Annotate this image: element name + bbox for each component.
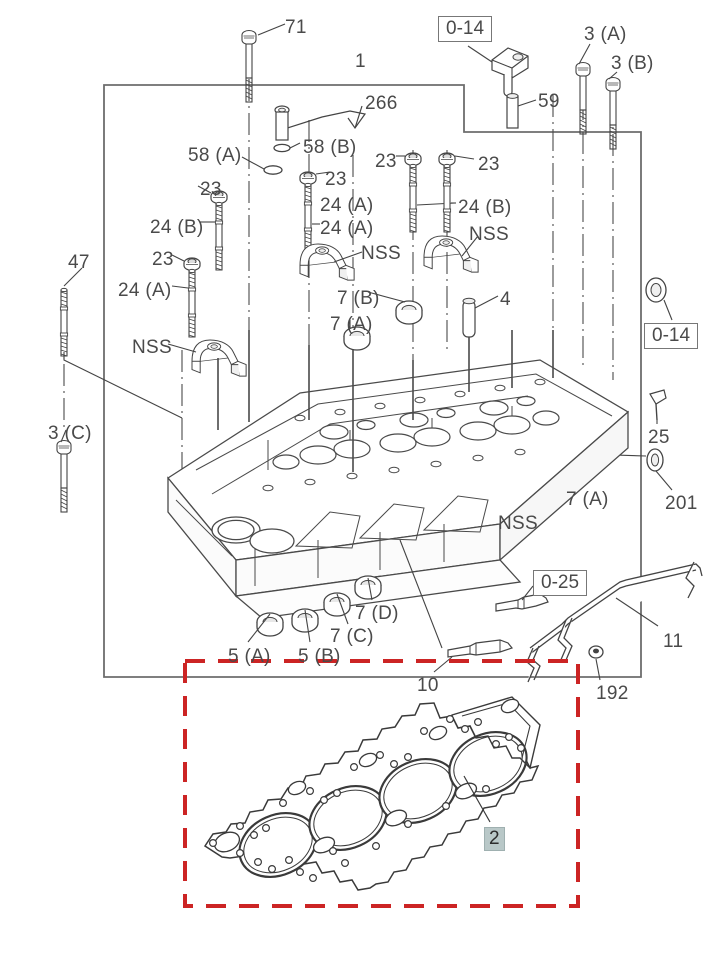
part-192-nut bbox=[588, 645, 604, 681]
part-47-stud bbox=[59, 267, 183, 419]
label-11: 11 bbox=[663, 631, 684, 652]
part-7c-washer bbox=[323, 592, 351, 625]
highlighted-label-2[interactable]: 2 bbox=[484, 827, 505, 851]
label-47: 47 bbox=[68, 252, 90, 273]
label-3-c: 3 (C) bbox=[48, 423, 92, 444]
part-3c-bolt bbox=[56, 429, 72, 513]
label-24-a-1: 24 (A) bbox=[320, 195, 374, 216]
label-23-d: 23 bbox=[478, 154, 500, 175]
label-58-a: 58 (A) bbox=[188, 145, 242, 166]
part-58a-valve-seal bbox=[241, 156, 283, 175]
part-23-nut-a bbox=[197, 185, 228, 205]
part-58b-valve-spring bbox=[273, 105, 301, 153]
part-nss-rocker-left bbox=[167, 339, 247, 377]
reference-box-0-25[interactable]: 0-25 bbox=[533, 570, 588, 596]
part-71-bolt bbox=[241, 23, 286, 103]
part-0-25-injector bbox=[495, 585, 549, 612]
part-23-nut-c bbox=[396, 152, 422, 167]
part-23-nut-e bbox=[171, 254, 201, 272]
label-266: 266 bbox=[365, 93, 398, 114]
label-59: 59 bbox=[538, 91, 560, 112]
part-0-14-bushing bbox=[645, 277, 673, 321]
part-3b-bolt bbox=[605, 71, 621, 150]
part-23-nut-b bbox=[299, 171, 331, 186]
label-23-b: 23 bbox=[325, 169, 347, 190]
label-5-a: 5 (A) bbox=[228, 646, 271, 667]
head-valve-bores bbox=[272, 395, 560, 470]
label-3-b: 3 (B) bbox=[611, 53, 654, 74]
label-7-a-1: 7 (A) bbox=[330, 314, 373, 335]
label-201: 201 bbox=[665, 493, 698, 514]
label-23-c: 23 bbox=[375, 151, 397, 172]
part-3a-bolt bbox=[575, 43, 591, 135]
highlight-region-box bbox=[183, 659, 580, 908]
part-10-glow-plug bbox=[399, 539, 514, 673]
label-nss-3: NSS bbox=[469, 224, 509, 245]
part-2-head-gasket bbox=[203, 696, 541, 891]
label-7-a-2: 7 (A) bbox=[566, 489, 609, 510]
label-58-b: 58 (B) bbox=[303, 137, 357, 158]
part-24a-stud-1 bbox=[303, 182, 320, 252]
part-nss-rocker-right bbox=[423, 235, 479, 273]
part-25-plug bbox=[649, 389, 667, 424]
group-boundary-outline bbox=[103, 84, 642, 678]
part-23-nut-d bbox=[438, 152, 475, 167]
reference-box-0-14-top[interactable]: 0-14 bbox=[438, 16, 493, 42]
label-24-b-2: 24 (B) bbox=[458, 197, 512, 218]
label-192: 192 bbox=[596, 683, 629, 704]
label-1: 1 bbox=[355, 51, 366, 72]
part-24b-stud-1 bbox=[200, 201, 224, 271]
part-0-14-sensor bbox=[467, 45, 529, 97]
label-24-a-3: 24 (A) bbox=[118, 280, 172, 301]
label-71: 71 bbox=[285, 17, 307, 38]
label-3-a: 3 (A) bbox=[584, 24, 627, 45]
label-4: 4 bbox=[500, 289, 511, 310]
part-4-valve-guide bbox=[462, 295, 499, 338]
label-23-a: 23 bbox=[200, 179, 222, 200]
label-25: 25 bbox=[648, 427, 670, 448]
reference-box-0-14-right[interactable]: 0-14 bbox=[644, 323, 699, 349]
label-7-d: 7 (D) bbox=[355, 603, 399, 624]
label-24-a-2: 24 (A) bbox=[320, 218, 374, 239]
label-24-b-1: 24 (B) bbox=[150, 217, 204, 238]
part-5b-washer bbox=[291, 608, 319, 643]
part-nss-rocker-center bbox=[299, 243, 363, 281]
part-59-dowel bbox=[506, 93, 537, 129]
part-11-fuel-pipe bbox=[526, 561, 703, 683]
part-7d-washer bbox=[354, 575, 382, 601]
part-24b-stud-2 bbox=[442, 163, 456, 233]
part-7b-seal bbox=[367, 291, 423, 325]
label-nss-1: NSS bbox=[132, 337, 172, 358]
label-7-c: 7 (C) bbox=[330, 626, 374, 647]
part-5a-washer bbox=[247, 612, 284, 643]
label-5-b: 5 (B) bbox=[298, 646, 341, 667]
part-266-bracket bbox=[277, 105, 367, 132]
label-nss-2: NSS bbox=[361, 243, 401, 264]
label-23-e: 23 bbox=[152, 249, 174, 270]
head-valve-stems bbox=[217, 330, 554, 472]
label-7-b: 7 (B) bbox=[337, 288, 380, 309]
part-24a-stud-3 bbox=[171, 268, 197, 338]
part-201-ring bbox=[646, 448, 673, 491]
leader-11 bbox=[615, 597, 659, 627]
head-bolt-holes bbox=[262, 378, 546, 492]
label-nss-4: NSS bbox=[498, 513, 538, 534]
part-7a-seal-left bbox=[343, 320, 371, 351]
label-10: 10 bbox=[417, 675, 439, 696]
